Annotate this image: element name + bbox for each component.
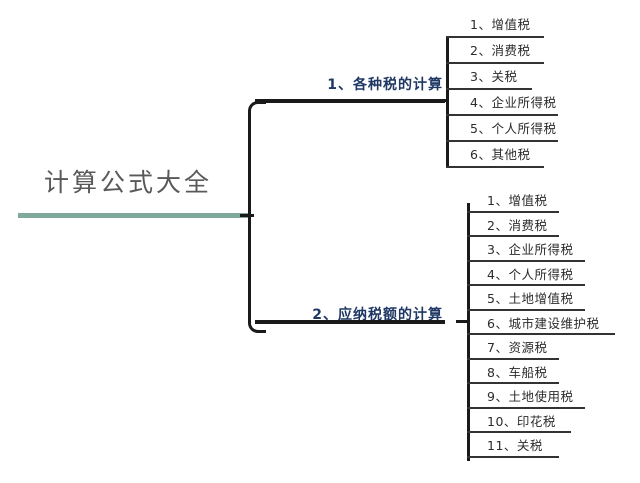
leaf-underline xyxy=(467,333,615,335)
leaf-underline xyxy=(467,382,559,384)
leaf-item[interactable]: 4、企业所得税 xyxy=(470,95,557,110)
trunk-stub-connector xyxy=(240,214,254,217)
root-title: 计算公式大全 xyxy=(43,168,212,197)
leaf-item[interactable]: 10、印花税 xyxy=(487,413,556,429)
branch-2-leaf-spine xyxy=(467,203,470,461)
leaf-underline xyxy=(446,88,532,90)
leaf-underline xyxy=(467,406,585,409)
leaf-item[interactable]: 2、消费税 xyxy=(487,217,548,233)
leaf-underline xyxy=(467,455,559,458)
leaf-underline xyxy=(446,114,558,116)
leaf-underline xyxy=(467,308,585,311)
branch-1-leaf-stub xyxy=(434,99,448,102)
root-underline xyxy=(18,213,250,218)
leaf-item[interactable]: 11、关税 xyxy=(487,438,543,453)
leaf-item[interactable]: 4、个人所得税 xyxy=(487,266,574,282)
leaf-item[interactable]: 3、关税 xyxy=(470,69,518,84)
leaf-underline xyxy=(467,284,585,286)
branch-1-leaf-spine xyxy=(446,36,449,168)
leaf-underline xyxy=(446,140,558,142)
leaf-item[interactable]: 1、增值税 xyxy=(470,17,531,32)
branch-underline-2 xyxy=(255,320,445,324)
leaf-underline xyxy=(467,210,559,213)
trunk-bracket-connector xyxy=(248,101,266,333)
leaf-underline xyxy=(446,62,544,64)
leaf-underline xyxy=(467,235,559,237)
leaf-item[interactable]: 5、个人所得税 xyxy=(470,121,557,136)
leaf-underline xyxy=(446,166,544,168)
leaf-item[interactable]: 6、其他税 xyxy=(470,147,531,162)
branch-label-1[interactable]: 1、各种税的计算 xyxy=(327,77,443,93)
leaf-item[interactable]: 3、企业所得税 xyxy=(487,242,574,257)
leaf-item[interactable]: 8、车船税 xyxy=(487,364,548,380)
branch-underline-1 xyxy=(255,99,445,103)
leaf-item[interactable]: 9、土地使用税 xyxy=(487,389,574,404)
branch-2-leaf-stub xyxy=(456,320,470,323)
root-node[interactable]: 计算公式大全 xyxy=(40,168,216,198)
leaf-underline xyxy=(467,259,585,262)
leaf-underline xyxy=(467,431,571,433)
leaf-underline xyxy=(467,357,559,360)
leaf-item[interactable]: 2、消费税 xyxy=(470,43,531,58)
leaf-item[interactable]: 5、土地增值税 xyxy=(487,291,574,306)
leaf-item[interactable]: 6、城市建设维护税 xyxy=(487,315,600,331)
branch-label-2[interactable]: 2、应纳税额的计算 xyxy=(312,307,443,323)
leaf-item[interactable]: 7、资源税 xyxy=(487,340,548,355)
leaf-underline xyxy=(446,36,544,38)
leaf-item[interactable]: 1、增值税 xyxy=(487,193,548,208)
